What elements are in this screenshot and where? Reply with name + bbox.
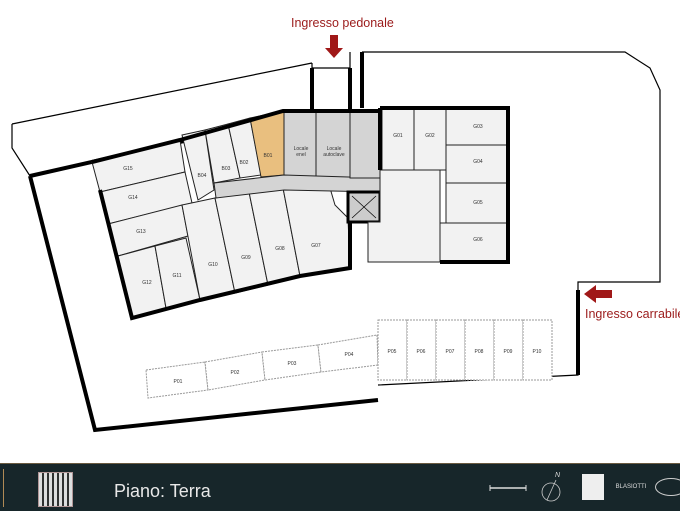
label-G08: G08 xyxy=(275,246,285,252)
locale-enel xyxy=(283,110,317,179)
label-enel: enel xyxy=(296,152,305,158)
label-P06: P06 xyxy=(417,349,426,355)
label-P07: P07 xyxy=(446,349,455,355)
label-G03: G03 xyxy=(473,124,483,130)
label-P05: P05 xyxy=(388,349,397,355)
parking-P04[interactable] xyxy=(317,334,379,373)
parking-P07[interactable] xyxy=(435,319,466,381)
pedestrian-entrance-label: Ingresso pedonale xyxy=(291,16,394,30)
brand-logo xyxy=(3,469,26,507)
label-B02: B02 xyxy=(240,160,249,166)
label-P03: P03 xyxy=(288,361,297,367)
label-G14: G14 xyxy=(128,195,138,201)
label-G09: G09 xyxy=(241,255,251,261)
footer-bar: Piano: Terra N BLASIOTTI xyxy=(0,463,680,511)
arrow-left-icon xyxy=(584,285,612,303)
partner-logo-blasiotti: BLASIOTTI xyxy=(615,484,647,490)
label-P02: P02 xyxy=(231,370,240,376)
east-block xyxy=(367,106,510,264)
north-label: N xyxy=(555,472,561,479)
parking-P08[interactable] xyxy=(464,319,495,381)
label-G13: G13 xyxy=(136,229,146,235)
label-P09: P09 xyxy=(504,349,513,355)
parking-area xyxy=(145,319,553,399)
label-G04: G04 xyxy=(473,159,483,165)
label-B01: B01 xyxy=(264,153,273,159)
label-autoclave: autoclave xyxy=(323,152,345,158)
floor-title: Piano: Terra xyxy=(114,481,211,501)
label-G12: G12 xyxy=(142,280,152,286)
label-B03: B03 xyxy=(222,166,231,172)
label-G11: G11 xyxy=(172,273,181,279)
west-block xyxy=(91,109,382,321)
stair-hall xyxy=(349,110,381,179)
label-G10: G10 xyxy=(208,262,218,268)
label-P04: P04 xyxy=(345,352,354,358)
label-G06: G06 xyxy=(473,237,483,243)
label-P01: P01 xyxy=(174,379,183,385)
label-G01: G01 xyxy=(393,133,403,139)
unit-G01[interactable] xyxy=(381,107,415,171)
parking-P03[interactable] xyxy=(261,344,322,381)
parking-P05[interactable] xyxy=(377,319,408,381)
label-P10: P10 xyxy=(533,349,542,355)
scale-bar-icon xyxy=(489,485,527,491)
parking-P10[interactable] xyxy=(522,319,553,381)
label-G05: G05 xyxy=(473,200,483,206)
parking-P02[interactable] xyxy=(204,351,266,391)
label-G15: G15 xyxy=(123,166,133,172)
arrow-down-icon xyxy=(325,35,343,58)
parking-P09[interactable] xyxy=(493,319,524,381)
qr-code xyxy=(38,472,73,507)
label-locale-enel: Locale xyxy=(294,146,309,152)
unit-G02[interactable] xyxy=(413,107,447,171)
vehicle-entrance-label: Ingresso carrabile xyxy=(585,307,680,321)
locale-autoclave xyxy=(315,110,351,179)
label-P08: P08 xyxy=(475,349,484,355)
partner-logo-1 xyxy=(582,474,604,500)
floor-plan: G15 G14 G13 G12 G11 G10 G09 G08 G07 B04 … xyxy=(11,16,680,433)
label-locale-autoclave: Locale xyxy=(327,146,342,152)
label-G07: G07 xyxy=(311,243,321,249)
label-G02: G02 xyxy=(425,133,435,139)
unit-labels: G15 G14 G13 G12 G11 G10 G09 G08 G07 B04 … xyxy=(123,124,541,385)
north-compass-icon: N xyxy=(541,472,561,502)
unit-B04[interactable] xyxy=(181,129,215,201)
label-B04: B04 xyxy=(198,173,207,179)
partner-logo-3 xyxy=(655,478,680,496)
